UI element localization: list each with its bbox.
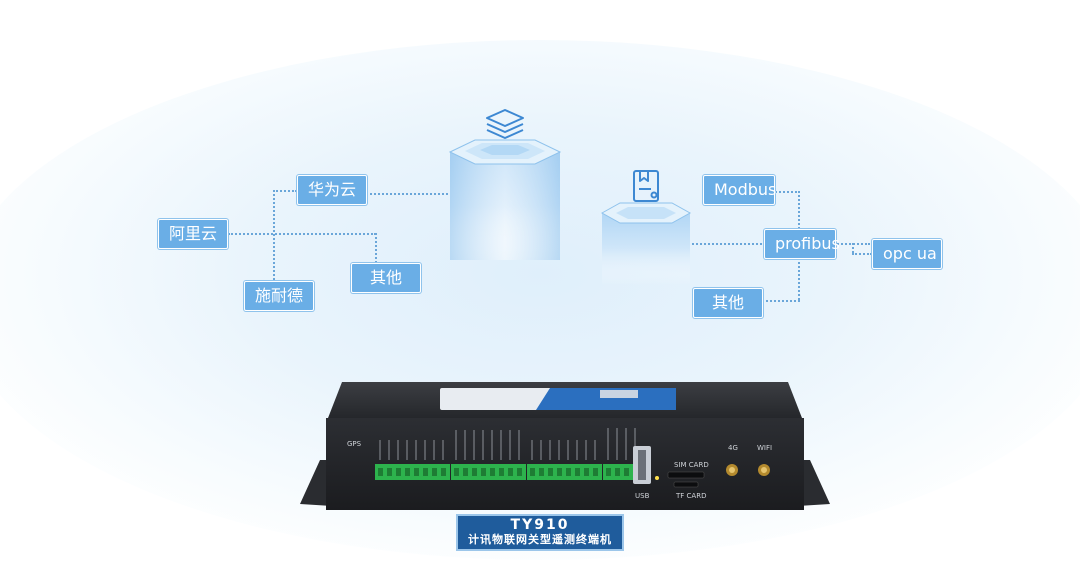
connector-line [798, 191, 800, 229]
connector-line [798, 258, 800, 300]
connector-line [375, 233, 377, 263]
document-icon [633, 170, 659, 202]
connector-line [852, 243, 854, 253]
connector-line [228, 233, 376, 235]
tag-other-left: 其他 [351, 263, 421, 293]
sim-card-label: SIM CARD [674, 461, 709, 469]
tag-opcua: opc ua [872, 239, 942, 269]
tag-profibus: profibus [764, 229, 840, 259]
model-badge: TY910 计讯物联网关型遥测终端机 [456, 514, 624, 551]
tag-other-right: 其他 [693, 288, 763, 318]
tag-aliyun: 阿里云 [158, 219, 228, 249]
model-description: 计讯物联网关型遥测终端机 [468, 533, 612, 546]
tag-huawei-cloud: 华为云 [297, 175, 367, 205]
connector-line [688, 243, 766, 245]
protocol-pillar [600, 170, 692, 285]
gps-label: GPS [347, 440, 362, 448]
connector-line [273, 190, 297, 192]
ty910-device [300, 382, 830, 510]
tag-modbus: Modbus [703, 175, 776, 205]
usb-label: USB [635, 492, 650, 500]
connector-line [852, 253, 872, 255]
wifi-label: WIFI [757, 444, 773, 452]
4g-label: 4G [728, 444, 738, 452]
model-name: TY910 [510, 517, 570, 533]
tf-card-label: TF CARD [676, 492, 707, 500]
cloud-pillar [448, 109, 562, 260]
connector-line [772, 191, 800, 193]
tag-schneider: 施耐德 [244, 281, 314, 311]
connector-line [366, 193, 452, 195]
layers-icon [486, 109, 524, 139]
connector-line [273, 190, 275, 280]
connector-line [762, 300, 800, 302]
